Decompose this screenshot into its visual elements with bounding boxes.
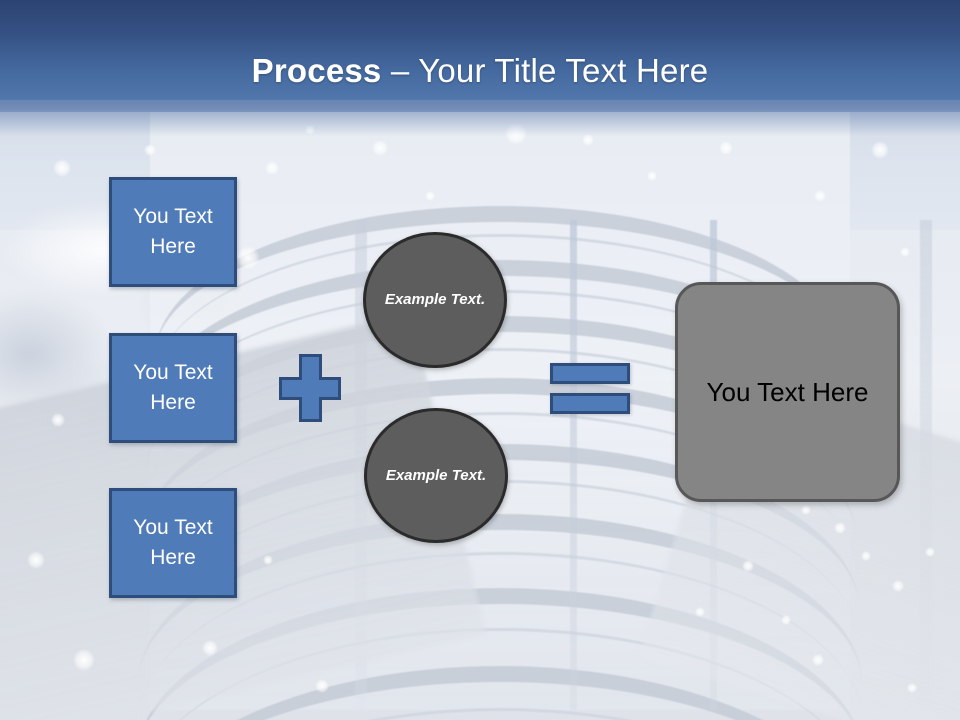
plus-icon-center-fill-v [302,377,319,400]
snowflake-dot [742,560,754,572]
example-circle-2[interactable]: Example Text. [364,408,508,543]
snowflake-dot [425,191,435,201]
snowflake-dot [144,144,156,156]
tire-tread-sipe [131,708,869,720]
snowflake-dot [263,555,273,565]
snowflake-dot [834,522,846,534]
input-box-1-label: You Text Here [133,204,213,258]
plus-icon [279,354,341,422]
equals-icon [550,363,630,414]
input-box-3[interactable]: You Text Here [109,488,237,598]
tire-tread-sipe [153,234,847,384]
snowflake-dot [781,615,791,625]
equals-icon-bottom-bar [550,393,630,414]
snowflake-dot [53,159,71,177]
tire-groove-left [570,220,577,710]
snowflake-dot [861,551,871,561]
tire-tread-sipe [143,412,857,574]
snowflake-dot [315,679,329,693]
input-box-2-label: You Text Here [133,360,213,414]
example-circle-1[interactable]: Example Text. [363,232,507,368]
snowflake-dot [236,246,260,270]
result-box-label: You Text Here [706,376,869,407]
page-title-separator: – [381,52,419,89]
input-box-3-label: You Text Here [133,515,213,569]
snowflake-dot [582,134,594,146]
snowflake-dot [372,140,388,156]
snowflake-dot [801,505,811,515]
snowflake-dot [907,683,917,693]
snowflake-dot [51,413,65,427]
snowflake-dot [892,580,904,592]
snowflake-dot [925,547,935,557]
result-box[interactable]: You Text Here [675,282,900,502]
snowflake-dot [814,190,826,202]
snowflake-dot [202,640,218,656]
snowflake-dot [900,247,910,257]
tire-tread-sipe [134,628,866,720]
snowflake-dot [695,607,705,617]
snowflake-dot [73,649,95,671]
example-circle-1-label: Example Text. [384,291,486,308]
input-box-2[interactable]: You Text Here [109,333,237,443]
page-title: Process – Your Title Text Here [0,52,960,90]
title-banner [0,0,960,112]
snowflake-dot [647,171,657,181]
example-circle-2-label: Example Text. [385,466,487,484]
snowflake-dot [871,141,889,159]
page-title-rest: Your Title Text Here [418,52,709,89]
tire-tread-sipe [146,348,854,506]
title-banner-fade [0,100,960,136]
snowflake-dot [719,141,733,155]
input-box-1[interactable]: You Text Here [109,177,237,287]
snowflake-dot [812,654,824,666]
page-title-prefix: Process [251,52,382,89]
equals-icon-top-bar [550,363,630,384]
tire-tread-sipe [137,552,863,720]
snowflake-dot [27,551,45,569]
snowflake-dot [265,161,279,175]
